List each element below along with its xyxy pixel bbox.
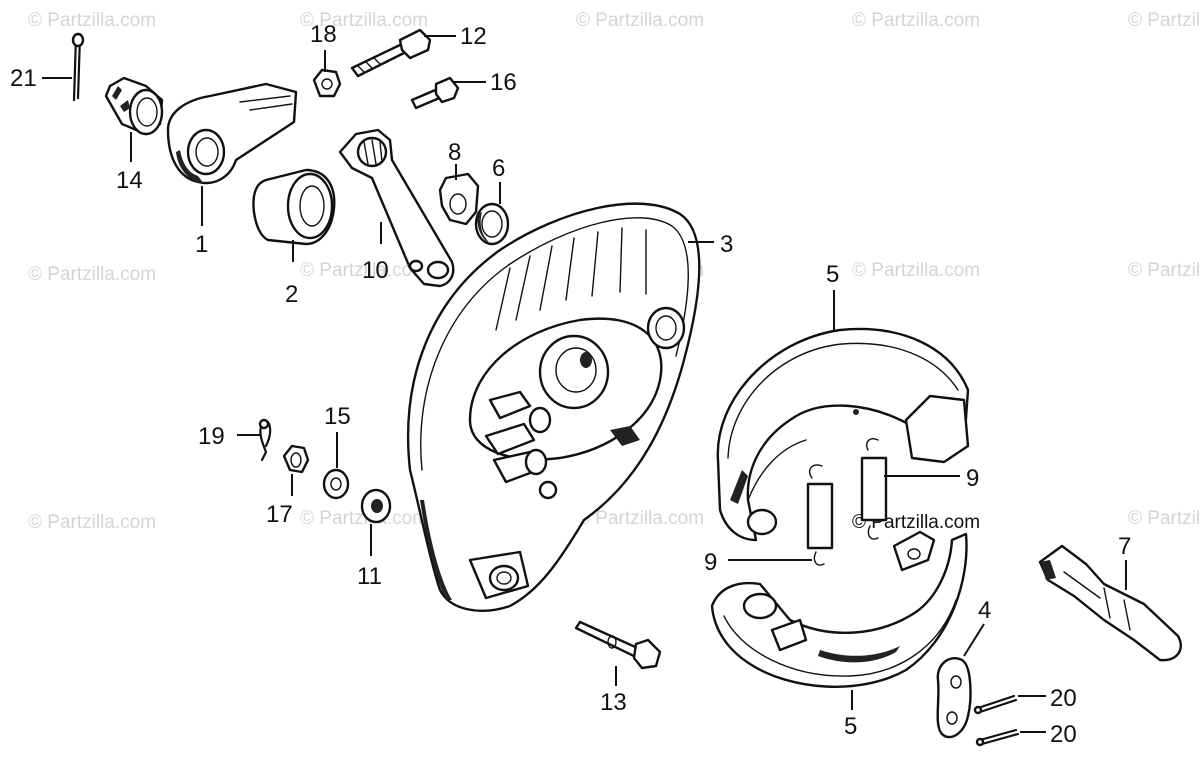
callout-2: 2: [285, 281, 298, 308]
watermark: © Partzilla.com: [300, 10, 428, 31]
part-8-wear-indicator: [438, 172, 480, 226]
part-5-brake-shoe-upper: [716, 327, 970, 542]
callout-20-lower: 20: [1050, 721, 1077, 748]
callout-11: 11: [357, 563, 382, 590]
part-14-joint: [104, 76, 164, 136]
callout-5-lower: 5: [844, 713, 857, 740]
callout-5-upper: 5: [826, 261, 839, 288]
callout-1: 1: [195, 231, 208, 258]
callout-17: 17: [266, 501, 293, 528]
callout-18: 18: [310, 21, 337, 48]
watermark: © Partzilla.com: [28, 10, 156, 31]
watermark: © Partzilla.com: [1128, 10, 1200, 31]
leader-lines: [42, 35, 1127, 733]
part-15-washer: [322, 468, 350, 500]
callout-16: 16: [490, 69, 517, 96]
callout-3: 3: [720, 231, 733, 258]
callout-8: 8: [448, 139, 461, 166]
callout-labels: 21 14 1 2 18 12 16 10 8 6 3 19 17 15 11 …: [10, 21, 1131, 748]
part-16-bolt: [410, 76, 460, 110]
part-21-cotter-pin: [71, 32, 85, 102]
part-17-nut: [282, 444, 310, 474]
callout-9-upper: 9: [966, 465, 979, 492]
part-9-spring-left: [806, 464, 834, 566]
part-6-oil-seal: [474, 202, 510, 246]
watermark: © Partzilla.com: [1128, 508, 1200, 529]
callout-9-lower: 9: [704, 549, 717, 576]
callout-15: 15: [324, 403, 351, 430]
part-1-brake-arm: [166, 82, 298, 185]
part-9-spring-right: [860, 438, 888, 540]
watermark: © Partzilla.com: [28, 512, 156, 533]
callout-7: 7: [1118, 533, 1131, 560]
watermark: © Partzilla.com: [300, 508, 428, 529]
part-7-shaft: [1038, 544, 1183, 662]
part-4-plate: [936, 657, 972, 739]
watermark: © Partzilla.com: [300, 260, 428, 281]
part-20-pin-lower: [975, 728, 1020, 747]
part-13-bolt: [574, 620, 662, 670]
callout-21: 21: [10, 65, 37, 92]
part-12-bolt: [350, 28, 432, 78]
callout-4: 4: [978, 597, 991, 624]
watermark: © Partzilla.com: [1128, 260, 1200, 281]
part-19-clip: [258, 418, 272, 462]
callout-12: 12: [460, 23, 487, 50]
part-11-washer: [360, 488, 392, 524]
part-5-brake-shoe-lower: [710, 530, 968, 688]
watermark: © Partzilla.com: [852, 260, 980, 281]
callout-20-upper: 20: [1050, 685, 1077, 712]
watermark: © Partzilla.com: [576, 508, 704, 529]
part-10-cam: [338, 128, 455, 288]
part-20-pin-upper: [973, 694, 1018, 715]
watermark: © Partzilla.com: [576, 10, 704, 31]
part-2-collar: [252, 168, 336, 246]
callout-19: 19: [198, 423, 225, 450]
watermark: © Partzilla.com: [852, 10, 980, 31]
watermark: © Partzilla.com: [28, 264, 156, 285]
callout-10: 10: [362, 257, 389, 284]
part-18-nut: [312, 68, 342, 98]
callout-14: 14: [116, 167, 143, 194]
callout-6: 6: [492, 155, 505, 182]
callout-13: 13: [600, 689, 627, 716]
part-3-brake-panel: [406, 202, 701, 612]
